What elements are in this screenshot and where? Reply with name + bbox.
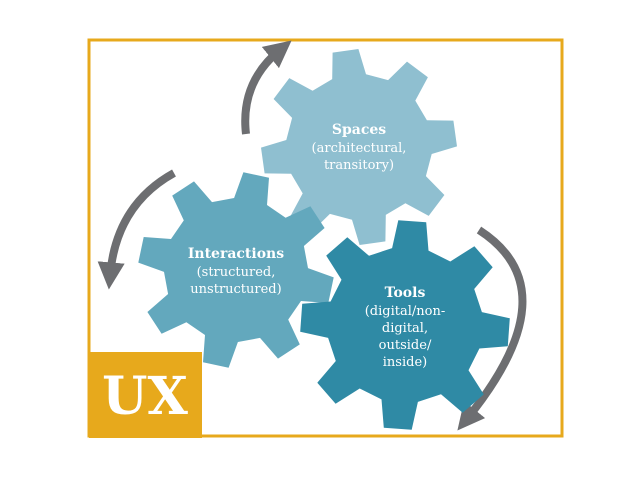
gear-shape-interactions [138, 172, 334, 368]
curved-arrow-left [97, 169, 176, 290]
frame-border [87, 38, 564, 438]
gear-title-tools: Tools [385, 285, 426, 301]
gear-tools: Tools (digital/non- digital, outside/ in… [300, 220, 510, 430]
gear-line-spaces-1: (architectural, [312, 141, 407, 156]
gear-interactions: Interactions (structured, unstructured) [138, 172, 334, 368]
curved-arrow-right [457, 226, 527, 431]
curved-arrow-top [241, 40, 292, 135]
gear-line-tools-1: (digital/non- [365, 304, 446, 319]
ux-badge: UX [89, 352, 202, 438]
ux-badge-background [89, 352, 202, 438]
gear-shape-tools [300, 220, 510, 430]
gear-shape-spaces [261, 49, 457, 245]
gear-title-interactions: Interactions [188, 246, 284, 262]
gear-line-spaces-2: transitory) [324, 158, 394, 173]
gear-line-tools-3: outside/ [379, 338, 432, 353]
ux-badge-label: UX [102, 366, 188, 427]
gear-line-tools-2: digital, [382, 321, 428, 336]
gear-line-interactions-2: unstructured) [190, 282, 281, 297]
gear-spaces: Spaces (architectural, transitory) [261, 49, 457, 245]
gear-line-tools-4: inside) [383, 355, 427, 370]
gear-title-spaces: Spaces [332, 122, 386, 138]
gear-line-interactions-1: (structured, [197, 265, 276, 280]
